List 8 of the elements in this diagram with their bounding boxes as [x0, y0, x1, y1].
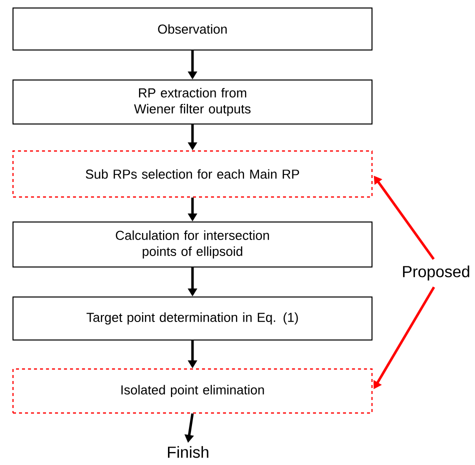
- proposed-step-box: Sub RPs selection for each Main RP: [12, 150, 373, 198]
- end-label: Finish: [168, 446, 208, 458]
- process-box: Observation: [12, 8, 372, 50]
- process-box: Calculation for intersection points of ellipsoid: [12, 222, 372, 268]
- process-box: RP extraction from Wiener filter outputs: [12, 80, 372, 124]
- process-box: Target point determination in Eq. (1): [12, 296, 372, 340]
- annotation-label: Proposed: [403, 266, 470, 280]
- proposed-step-box: Isolated point elimination: [12, 368, 373, 414]
